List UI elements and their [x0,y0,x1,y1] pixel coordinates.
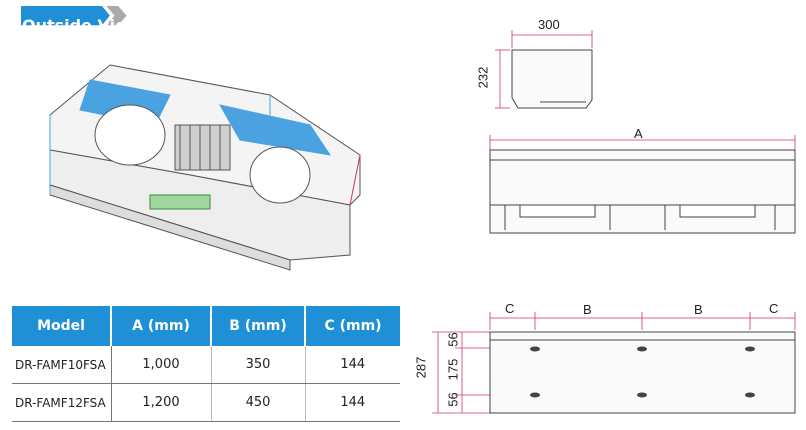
bottom-label-c-left: C [505,301,515,316]
front-length-label: A [634,126,643,141]
cell-model: DR-FAMF10FSA [12,346,112,384]
cell-c: 144 [304,346,400,384]
table-header-row: Model A (mm) B (mm) C (mm) [12,306,400,346]
header-b: B (mm) [210,306,305,346]
cell-model: DR-FAMF12FSA [12,383,112,422]
bottom-label-c-right: C [769,301,779,316]
bottom-segment-middle-label: 175 [445,358,461,381]
cell-b: 450 [210,383,305,422]
cell-a: 1,200 [110,383,211,422]
header-a: A (mm) [110,306,211,346]
header-model: Model [12,306,111,346]
spec-table: Model A (mm) B (mm) C (mm) DR-FAMF10FSA … [12,306,400,422]
header-c: C (mm) [304,306,400,346]
table-row: DR-FAMF12FSA 1,200 450 144 [12,383,400,422]
bottom-segment-bottom-label: 56 [445,392,461,407]
bottom-label-b-left: B [583,302,592,317]
table-row: DR-FAMF10FSA 1,000 350 144 [12,346,400,384]
cell-a: 1,000 [110,346,211,384]
bottom-segment-top-label: 56 [445,332,461,347]
bottom-label-b-right: B [694,302,703,317]
cell-c: 144 [304,383,400,422]
section-title: Outside View [22,16,141,35]
section-banner [21,6,127,26]
side-width-label: 300 [538,17,560,32]
unit-isometric-illustration [49,64,361,271]
bottom-total-height-label: 287 [413,356,429,379]
cell-b: 350 [210,346,305,384]
